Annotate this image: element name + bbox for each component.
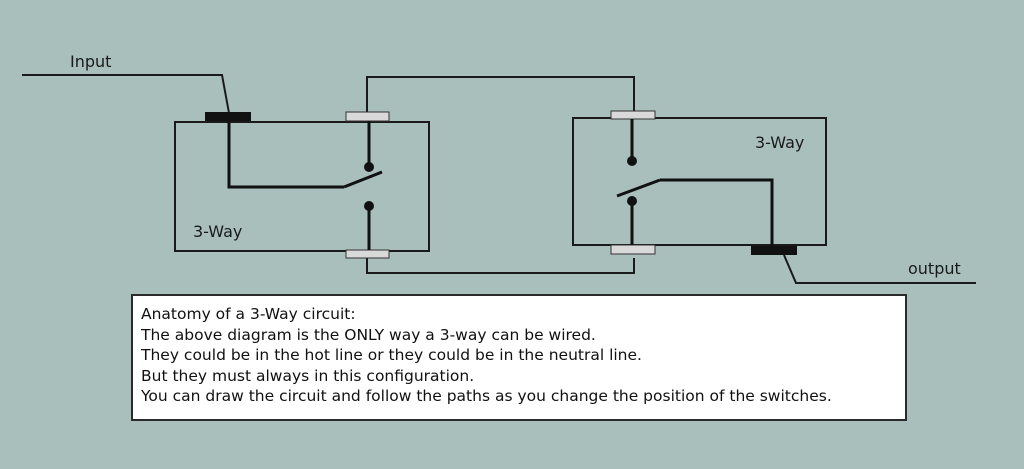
left-bottom-traveler-terminal	[345, 249, 390, 259]
right-common-path	[660, 178, 774, 246]
input-wire	[22, 74, 230, 114]
explanation-note: Anatomy of a 3-Way circuit: The above di…	[131, 294, 907, 421]
left-switch-lever	[343, 170, 383, 189]
output-wire	[783, 254, 976, 284]
left-common-path	[227, 121, 344, 189]
output-label: output	[908, 259, 961, 278]
right-switch-label: 3-Way	[755, 133, 805, 152]
note-line: The above diagram is the ONLY way a 3-wa…	[141, 325, 596, 344]
right-top-contact	[627, 156, 637, 166]
left-top-traveler-terminal	[345, 111, 390, 122]
right-bottom-traveler-terminal	[610, 244, 656, 255]
note-line: You can draw the circuit and follow the …	[141, 387, 832, 405]
right-switch-lever	[616, 178, 661, 198]
left-switch-label: 3-Way	[193, 222, 243, 241]
right-common-terminal	[751, 246, 797, 255]
top-traveler-wire	[366, 76, 635, 112]
left-switch-body	[174, 121, 430, 252]
input-label: Input	[70, 52, 112, 71]
right-top-traveler-terminal	[610, 110, 656, 120]
left-top-contact	[364, 162, 374, 172]
note-line: They could be in the hot line or they co…	[141, 346, 642, 364]
left-common-terminal	[205, 112, 251, 121]
note-line: But they must always in this configurati…	[141, 366, 475, 385]
right-switch-body	[572, 117, 827, 246]
bottom-traveler-wire	[366, 258, 635, 274]
note-line-title: Anatomy of a 3-Way circuit:	[141, 305, 356, 323]
